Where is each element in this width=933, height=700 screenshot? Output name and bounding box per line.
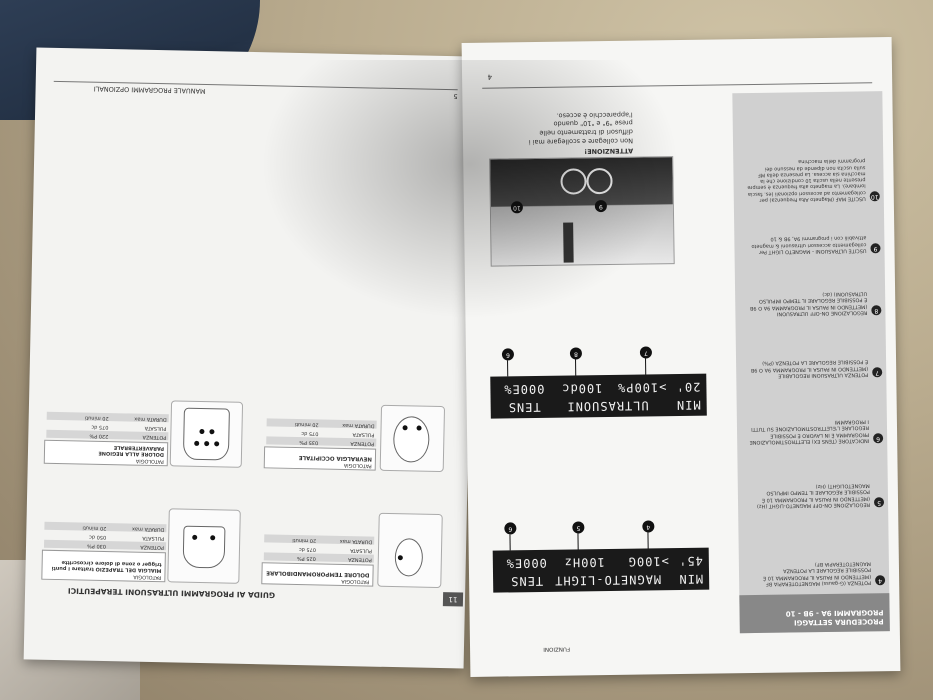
pulsata-value-4: 075 dc [91,423,109,431]
manual-left-page: 5 MANUALE PROGRAMMI OPZIONALI 11 GUIDA A… [23,47,477,669]
page-number: 4 [487,72,493,81]
patologia-box-1: PATOLOGIA DOLORE TEMPOROMANDIBOLARE [261,562,374,587]
potenza-value-2: 030 P% [87,542,107,550]
sidebar-item: 5 REGOLAZIONE ON-OFF MAGNETO-LIGHT (Hz) … [743,443,885,509]
sidebar-item: 4 POTENZA (G-gauss) MAGNETOTERAPIA BF (M… [744,507,886,587]
sidebar-title-box: PROCEDURA SETTAGGI PROGRAMMI 9A - 9B - 1… [739,593,890,634]
face-illustration [377,512,443,589]
page-title: GUIDA AI PROGRAMMI ULTRASUONI TERAPEUTIC… [67,586,276,600]
potenza-value-3: 035 P% [299,439,319,446]
photo-label-9: 9 [594,200,607,213]
potenza-value-1: 025 P% [296,555,316,562]
sidebar-item: 10 USCITE MAF (Magneto Alta Frequenza) p… [747,157,880,203]
callout-7: 7 [639,346,653,359]
patologia-box-4: PATOLOGIA DOLORE ALLA REGIONE PARAVERTEB… [43,439,169,467]
durata-value-4: 20 minuti [84,414,109,422]
patologia-box-2: PATOLOGIA MIALGIA DEL TRAPEZIO trattare … [41,549,166,583]
back-illustration [169,400,244,468]
manual-right-page: FUNZIONI 4 PROCEDURA SETTAGGI PROGRAMMI … [461,37,901,677]
page-tab-number: 11 [442,592,464,607]
sidebar-item: 9 USCITE ULTRASUONI - MAGNETO LIGHT Per … [740,201,881,255]
pulsata-value-3: 075 dc [301,430,319,437]
neck-illustration [167,508,241,584]
device-photo: 9 10 [489,156,675,267]
callout-5: 5 [572,521,585,534]
sidebar-item: 6 INDICATORE (TENS EX) ELETTROSTIMOLAZIO… [742,377,884,445]
lcd-display-ultrasuoni: MIN ULTRASUONI TENS 20' >100P% 100dc 000… [490,373,707,419]
callout-6b: 6 [501,348,515,361]
callout-6: 6 [504,522,517,535]
potenza-value-4: 220 P% [89,432,109,440]
sidebar-item: 8 REGOLAZIONE ON-OFF ULTRASUONI (METTEND… [741,253,882,317]
callout-4: 4 [642,520,655,533]
socket-9 [586,167,613,195]
sidebar-list: 4 POTENZA (G-gauss) MAGNETOTERAPIA BF (M… [739,111,886,587]
pulsata-value-2: 050 dc [89,533,107,541]
patologia-box-3: PATOLOGIA NEVRALGIA OCCIPITALE [263,446,377,471]
socket-9b [560,168,587,195]
lcd-display-magneto: MIN MAGNETO-LIGHT TENS 45' >100G 100Hz 0… [492,547,710,593]
pulsata-value-1: 075 dc [298,546,317,553]
head-back-illustration [379,404,446,473]
cable [563,222,574,263]
durata-value-2: 20 minuti [82,524,107,532]
durata-value-1: 20 minuti [292,536,317,544]
durata-value-3: 20 minuti [294,420,319,428]
sidebar-item: 7 POTENZA ULTRASUONI REGOLABILE (METTEND… [741,315,883,379]
page-footer: FUNZIONI [543,645,571,652]
page-number-top: 5 [453,92,458,101]
callout-8: 8 [569,347,583,360]
page-header: MANUALE PROGRAMMI OPZIONALI [93,84,206,96]
photo-label-10: 10 [510,201,523,214]
